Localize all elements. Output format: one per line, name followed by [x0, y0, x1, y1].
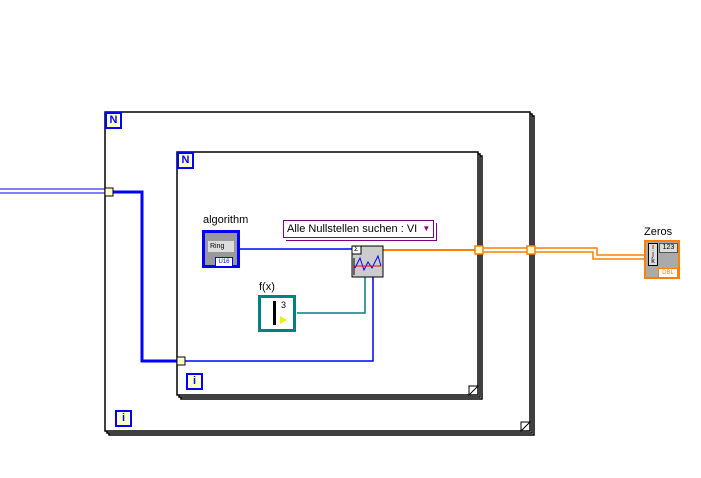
fx-label: f(x) — [259, 281, 275, 293]
fx-value: 3 — [281, 300, 287, 310]
inner-for-loop[interactable] — [176, 151, 483, 400]
slider-icon — [273, 301, 276, 325]
fx-wire — [297, 277, 366, 314]
vi-ref-icon — [280, 316, 287, 324]
algorithm-ring-control[interactable]: Ring U16 — [202, 230, 240, 268]
index-wire-outer — [113, 190, 177, 363]
sigma-icon: Σ — [354, 246, 359, 253]
index-wire-inner — [185, 277, 374, 362]
inner-output-tunnel — [474, 245, 484, 255]
dropdown-arrow-icon[interactable]: ▼ — [422, 224, 431, 233]
outer-input-tunnel — [104, 187, 114, 197]
outer-iteration-terminal: i — [115, 410, 132, 427]
zeros-label: Zeros — [644, 226, 673, 238]
inner-iteration-terminal: i — [186, 373, 203, 390]
ring-text: Ring — [208, 241, 234, 252]
dbl-badge: DBL — [658, 268, 678, 278]
find-zeros-subvi[interactable] — [351, 245, 384, 278]
input-array-wire — [0, 188, 106, 194]
algorithm-enum-constant[interactable]: Alle Nullstellen suchen : VI ▼ — [283, 220, 435, 238]
numeric-display: 123 — [659, 243, 678, 253]
outer-count-terminal[interactable]: N — [105, 112, 122, 129]
algorithm-label: algorithm — [203, 214, 249, 226]
u16-badge: U16 — [215, 257, 233, 267]
inner-input-tunnel — [176, 356, 186, 366]
inner-count-terminal[interactable]: N — [177, 152, 194, 169]
fx-control[interactable]: 3 — [258, 295, 296, 332]
result-array-wire — [483, 247, 528, 253]
enum-value: Alle Nullstellen suchen : VI — [287, 223, 418, 235]
result-2d-wire — [535, 247, 645, 260]
outer-output-tunnel — [526, 245, 536, 255]
